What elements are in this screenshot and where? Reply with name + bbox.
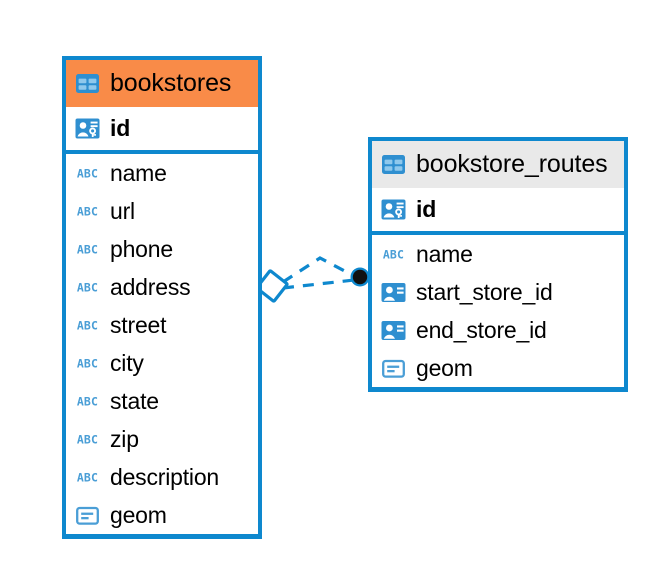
field-name: address (110, 273, 191, 300)
field-row-end-store-id[interactable]: end_store_id (372, 311, 624, 349)
field-row-id[interactable]: id (66, 107, 258, 154)
field-name: url (110, 197, 135, 224)
foreign-key-icon (380, 317, 407, 344)
entity-bookstores[interactable]: bookstores id (62, 56, 262, 539)
field-name: description (110, 463, 220, 490)
svg-text:ABC: ABC (77, 432, 98, 446)
abc-text-icon: ABC (74, 160, 101, 187)
field-row-phone[interactable]: ABC phone (66, 230, 258, 268)
table-icon (380, 151, 407, 178)
field-row-street[interactable]: ABC street (66, 306, 258, 344)
abc-text-icon: ABC (74, 350, 101, 377)
field-list-bookstores: id ABC name ABC url (66, 107, 258, 534)
svg-text:ABC: ABC (77, 470, 98, 484)
table-icon (74, 70, 101, 97)
abc-text-icon: ABC (74, 312, 101, 339)
field-row-geom[interactable]: geom (372, 349, 624, 387)
field-name: end_store_id (416, 316, 547, 343)
field-name: zip (110, 425, 139, 452)
abc-text-icon: ABC (380, 241, 407, 268)
field-name: geom (110, 501, 167, 528)
primary-key-icon (380, 196, 407, 223)
field-row-state[interactable]: ABC state (66, 382, 258, 420)
svg-text:ABC: ABC (77, 318, 98, 332)
field-row-url[interactable]: ABC url (66, 192, 258, 230)
svg-text:ABC: ABC (77, 394, 98, 408)
field-row-city[interactable]: ABC city (66, 344, 258, 382)
entity-title: bookstores (110, 69, 232, 97)
svg-text:ABC: ABC (77, 356, 98, 370)
field-name: city (110, 349, 144, 376)
field-name: name (110, 159, 167, 186)
geometry-icon (380, 355, 407, 382)
abc-text-icon: ABC (74, 388, 101, 415)
svg-text:ABC: ABC (77, 242, 98, 256)
svg-text:ABC: ABC (77, 166, 98, 180)
field-row-description[interactable]: ABC description (66, 458, 258, 496)
entity-header-bookstores[interactable]: bookstores (66, 60, 258, 107)
field-name: geom (416, 354, 473, 381)
field-name: street (110, 311, 167, 338)
svg-text:ABC: ABC (383, 247, 404, 261)
abc-text-icon: ABC (74, 426, 101, 453)
abc-text-icon: ABC (74, 198, 101, 225)
field-row-name[interactable]: ABC name (66, 154, 258, 192)
entity-header-bookstore-routes[interactable]: bookstore_routes (372, 141, 624, 188)
relationship-line-upper (282, 256, 357, 284)
field-row-name[interactable]: ABC name (372, 235, 624, 273)
field-name: id (110, 115, 131, 141)
entity-bookstore-routes[interactable]: bookstore_routes id (368, 137, 628, 392)
abc-text-icon: ABC (74, 274, 101, 301)
primary-key-icon (74, 115, 101, 142)
entity-title: bookstore_routes (416, 150, 608, 178)
field-name: name (416, 240, 473, 267)
svg-text:ABC: ABC (77, 280, 98, 294)
field-name: phone (110, 235, 173, 262)
relationship-line-lower (282, 278, 355, 290)
abc-text-icon: ABC (74, 236, 101, 263)
svg-text:ABC: ABC (77, 204, 98, 218)
field-name: state (110, 387, 159, 414)
field-row-start-store-id[interactable]: start_store_id (372, 273, 624, 311)
relationship-target-circle (350, 267, 370, 287)
field-name: start_store_id (416, 278, 553, 305)
foreign-key-icon (380, 279, 407, 306)
field-row-zip[interactable]: ABC zip (66, 420, 258, 458)
field-row-id[interactable]: id (372, 188, 624, 235)
field-name: id (416, 196, 437, 222)
field-row-address[interactable]: ABC address (66, 268, 258, 306)
field-list-bookstore-routes: id ABC name (372, 188, 624, 387)
abc-text-icon: ABC (74, 464, 101, 491)
field-row-geom[interactable]: geom (66, 496, 258, 534)
geometry-icon (74, 502, 101, 529)
